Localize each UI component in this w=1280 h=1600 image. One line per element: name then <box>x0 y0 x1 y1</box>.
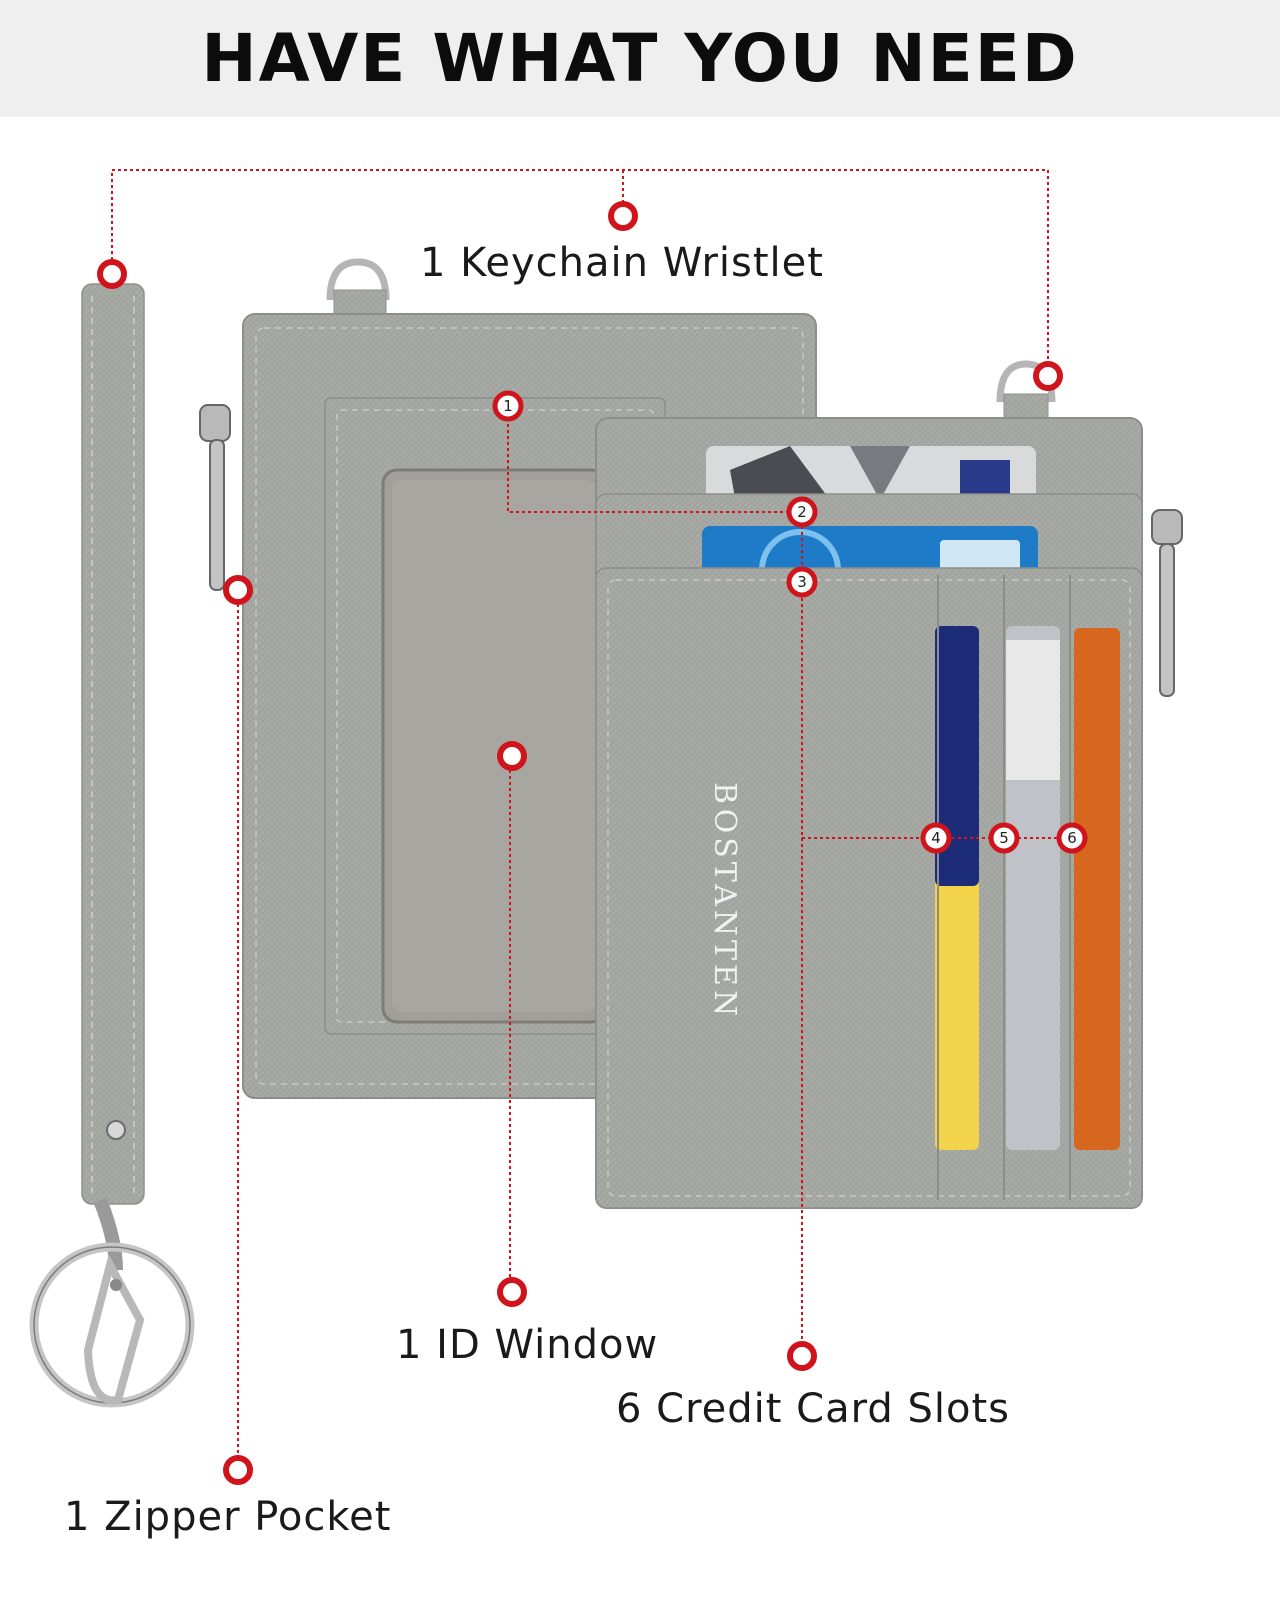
marker-3: 3 <box>786 566 818 598</box>
marker-card-slots-end <box>787 1341 817 1371</box>
marker-strap-top <box>97 259 127 289</box>
marker-keychain-top <box>608 201 638 231</box>
marker-5: 5 <box>988 822 1020 854</box>
marker-id-window <box>497 741 527 771</box>
marker-3-label: 3 <box>797 573 807 591</box>
marker-5-label: 5 <box>999 829 1009 847</box>
label-keychain-wristlet: 1 Keychain Wristlet <box>420 240 824 286</box>
header-banner: HAVE WHAT YOU NEED <box>0 0 1280 117</box>
marker-2-label: 2 <box>797 503 807 521</box>
marker-4: 4 <box>920 822 952 854</box>
marker-ring-right <box>1033 361 1063 391</box>
marker-4-label: 4 <box>931 829 941 847</box>
callout-lines <box>111 169 1074 1458</box>
zipper-pull <box>199 404 231 591</box>
marker-zipper <box>223 575 253 605</box>
wristlet-strap <box>81 283 145 1271</box>
key-ring <box>29 1242 195 1408</box>
marker-6: 6 <box>1056 822 1088 854</box>
brand-imprint: BOSTANTEN <box>707 782 742 1021</box>
label-zipper-pocket: 1 Zipper Pocket <box>64 1494 392 1540</box>
label-id-window: 1 ID Window <box>396 1322 659 1368</box>
numbered-markers: 1 2 3 4 5 6 <box>492 390 1088 854</box>
callout-markers <box>97 201 1063 1485</box>
page-title: HAVE WHAT YOU NEED <box>201 20 1079 97</box>
marker-1-label: 1 <box>503 397 513 415</box>
marker-6-label: 6 <box>1067 829 1077 847</box>
zipper-pull-right <box>1151 509 1183 697</box>
marker-2: 2 <box>786 496 818 528</box>
vertical-card-slots <box>935 575 1120 1200</box>
label-credit-card-slots: 6 Credit Card Slots <box>616 1386 1010 1432</box>
marker-1: 1 <box>492 390 524 422</box>
marker-id-window-end <box>497 1277 527 1307</box>
card-wallet <box>595 360 1183 1209</box>
marker-zipper-end <box>223 1455 253 1485</box>
